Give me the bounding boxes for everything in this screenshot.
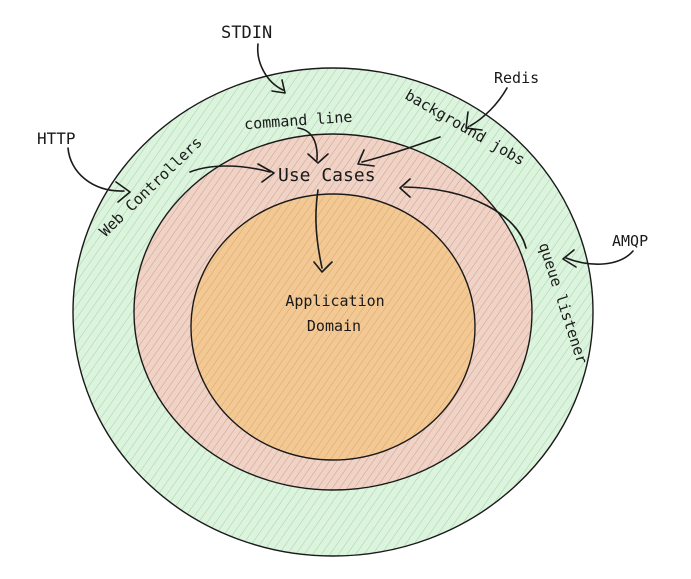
label-domain: Domain [307, 317, 361, 335]
arrow-background-jobs-to-use-cases [357, 136, 441, 167]
arrow-use-cases-to-domain [313, 189, 333, 273]
label-redis: Redis [494, 69, 539, 87]
arrow-stdin-to-command-line [257, 43, 286, 94]
arrow-queue-listener-to-use-cases [399, 178, 527, 249]
inner-circle-domain [190, 193, 476, 461]
label-application: Application [285, 292, 384, 310]
label-stdin: STDIN [221, 23, 272, 43]
arrow-amqp-to-queue-listener [562, 249, 634, 268]
arrow-web-controllers-to-use-cases [189, 163, 275, 183]
arrow-command-line-to-use-cases [297, 127, 329, 164]
label-amqp: AMQP [612, 232, 648, 250]
arrow-http-to-web-controllers [67, 147, 131, 203]
label-use-cases: Use Cases [278, 165, 376, 186]
label-http: HTTP [37, 129, 76, 148]
arrow-redis-to-background-jobs [465, 87, 508, 131]
